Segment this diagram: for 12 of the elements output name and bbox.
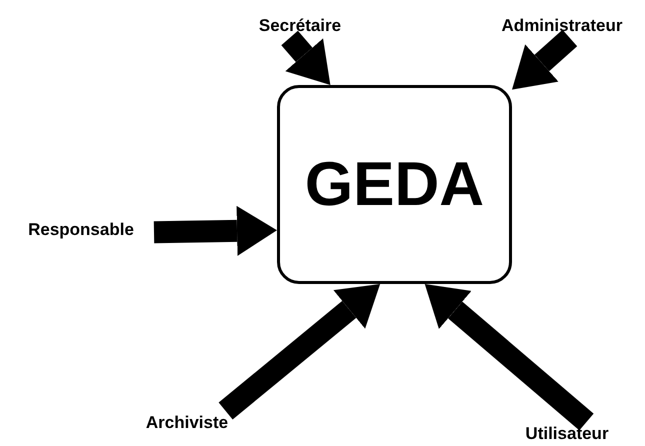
system-box	[277, 85, 512, 284]
block-arrow	[512, 30, 578, 90]
actor-label: Responsable	[8, 218, 154, 242]
actor-label: Archiviste	[138, 411, 236, 435]
block-arrow	[218, 284, 380, 420]
block-arrow	[424, 284, 594, 430]
system-name: GEDA	[304, 149, 484, 220]
block-arrow	[154, 206, 277, 256]
block-arrow	[281, 30, 330, 85]
actor-label: Administrateur	[500, 14, 624, 38]
actor-label: Secrétaire	[250, 14, 350, 38]
actor-label: Utilisateur	[515, 422, 619, 446]
